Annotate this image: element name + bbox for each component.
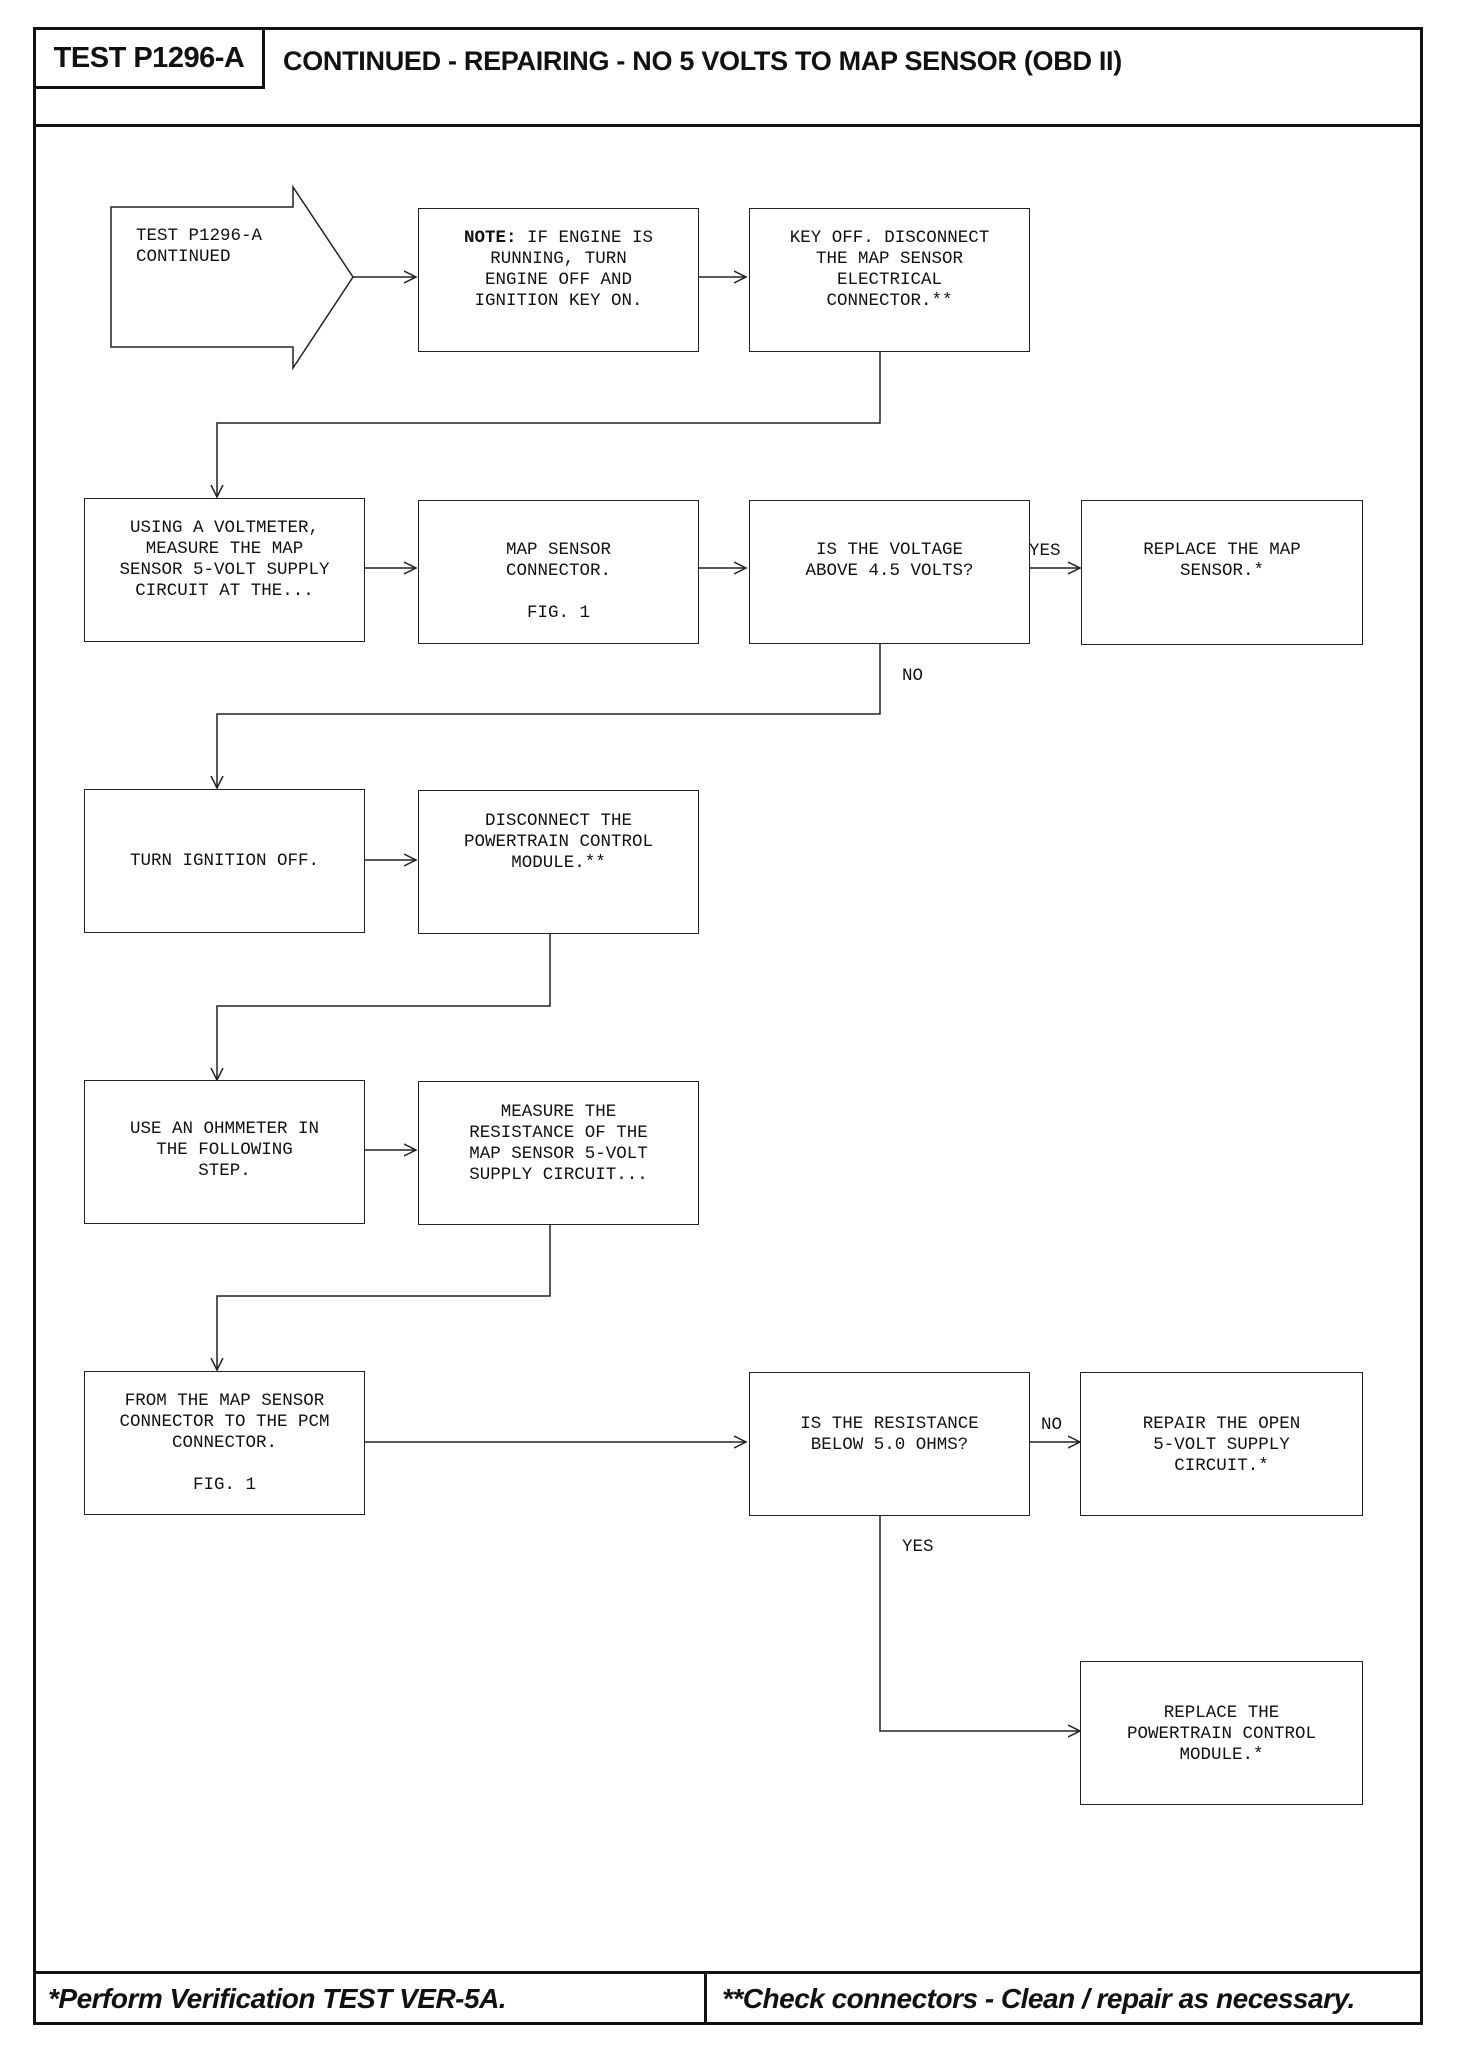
page-frame [33, 27, 1423, 2025]
disconnect-pcm-line-3: MODULE.** [511, 853, 606, 873]
ohmmeter-line-3: STEP. [198, 1161, 251, 1181]
footer-separator [704, 1971, 707, 2025]
voltmeter-line-2: MEASURE THE MAP [145, 539, 304, 559]
measure-resistance-line-4: SUPPLY CIRCUIT... [469, 1165, 648, 1185]
measure-resistance-line-2: RESISTANCE OF THE [469, 1123, 648, 1143]
step-ohmmeter: USE AN OHMMETER IN THE FOLLOWING STEP. [84, 1080, 365, 1224]
voltmeter-line-4: CIRCUIT AT THE... [135, 581, 314, 601]
page-title: CONTINUED - REPAIRING - NO 5 VOLTS TO MA… [283, 45, 1122, 76]
from-map-line-3: CONNECTOR. [171, 1433, 278, 1453]
repair-open-line-3: CIRCUIT.* [1174, 1456, 1269, 1476]
disconnect-pcm-line-1: DISCONNECT THE [484, 811, 633, 831]
start-line-1: TEST P1296-A [136, 226, 263, 246]
replace-map-line-1: REPLACE THE MAP [1143, 540, 1301, 560]
map-connector-line-2: CONNECTOR. [505, 561, 612, 581]
step-resistance-question: IS THE RESISTANCE BELOW 5.0 OHMS? [749, 1372, 1030, 1516]
measure-resistance-line-3: MAP SENSOR 5-VOLT [469, 1144, 648, 1164]
start-line-2: CONTINUED [136, 247, 231, 267]
note-line-4: IGNITION KEY ON. [474, 291, 643, 311]
resistance-no-label: NO [1041, 1415, 1063, 1435]
disconnect-pcm-line-2: POWERTRAIN CONTROL [463, 832, 654, 852]
connector-row3-row4 [217, 934, 551, 1080]
replace-map-line-2: SENSOR.* [1179, 561, 1264, 581]
step-ignition-off: TURN IGNITION OFF. [84, 789, 365, 933]
voltmeter-line-3: SENSOR 5-VOLT SUPPLY [119, 560, 330, 580]
step-replace-map: REPLACE THE MAP SENSOR.* [1081, 500, 1363, 645]
note-line-3: ENGINE OFF AND [484, 270, 633, 290]
ohmmeter-line-1: USE AN OHMMETER IN [129, 1119, 320, 1139]
measure-resistance-line-1: MEASURE THE [500, 1102, 617, 1122]
note-line-2: RUNNING, TURN [490, 249, 627, 269]
step-voltmeter: USING A VOLTMETER, MEASURE THE MAP SENSO… [84, 498, 365, 642]
footnote-connectors: **Check connectors - Clean / repair as n… [722, 1983, 1355, 2014]
ohmmeter-line-2: THE FOLLOWING [156, 1140, 293, 1160]
from-map-line-1: FROM THE MAP SENSOR [124, 1391, 325, 1411]
note-line-1: NOTE: IF ENGINE IS [464, 228, 653, 249]
start-label: TEST P1296-A CONTINUED [136, 226, 262, 268]
voltage-yes-label: YES [1029, 541, 1061, 561]
replace-pcm-line-1: REPLACE THE [1163, 1703, 1280, 1723]
resistance-question-line-1: IS THE RESISTANCE [800, 1414, 979, 1434]
start-arrow-shape [110, 184, 354, 371]
from-map-line-2: CONNECTOR TO THE PCM [119, 1412, 330, 1432]
disconnect-map-line-4: CONNECTOR.** [826, 291, 953, 311]
map-connector-line-1: MAP SENSOR [505, 540, 612, 560]
resistance-question-line-2: BELOW 5.0 OHMS? [810, 1435, 969, 1455]
ignition-off-line-1: TURN IGNITION OFF. [129, 850, 320, 871]
voltage-no-label: NO [902, 666, 924, 686]
resistance-yes-label: YES [902, 1537, 934, 1557]
step-map-connector: MAP SENSOR CONNECTOR. FIG. 1 [418, 500, 699, 644]
note-text-1: IF ENGINE IS [516, 228, 654, 248]
voltage-question-line-2: ABOVE 4.5 VOLTS? [805, 561, 974, 581]
replace-pcm-line-3: MODULE.* [1179, 1745, 1264, 1765]
disconnect-map-line-3: ELECTRICAL [836, 270, 943, 290]
step-measure-resistance: MEASURE THE RESISTANCE OF THE MAP SENSOR… [418, 1081, 699, 1225]
connector-row1-row2 [217, 351, 881, 497]
step-voltage-question: IS THE VOLTAGE ABOVE 4.5 VOLTS? [749, 500, 1030, 644]
footer-divider [33, 1971, 1423, 1974]
footnote-verification: *Perform Verification TEST VER-5A. [48, 1983, 507, 2014]
voltage-question-line-1: IS THE VOLTAGE [815, 540, 964, 560]
replace-pcm-line-2: POWERTRAIN CONTROL [1126, 1724, 1317, 1744]
from-map-fig: FIG. 1 [192, 1475, 256, 1495]
repair-open-line-2: 5-VOLT SUPPLY [1153, 1435, 1290, 1455]
note-bold-label: NOTE: [463, 228, 517, 248]
connector-row4-row5 [217, 1224, 551, 1370]
step-replace-pcm: REPLACE THE POWERTRAIN CONTROL MODULE.* [1080, 1661, 1363, 1805]
connector-row2-row3 [217, 643, 881, 788]
step-repair-open: REPAIR THE OPEN 5-VOLT SUPPLY CIRCUIT.* [1080, 1372, 1363, 1516]
connector-yes-to-replace-pcm [879, 1515, 1080, 1731]
header-divider [33, 124, 1423, 127]
step-note: NOTE: IF ENGINE IS RUNNING, TURN ENGINE … [418, 208, 699, 352]
step-disconnect-pcm: DISCONNECT THE POWERTRAIN CONTROL MODULE… [418, 790, 699, 934]
test-id-box: TEST P1296-A [33, 27, 265, 89]
disconnect-map-line-2: THE MAP SENSOR [815, 249, 964, 269]
step-disconnect-map: KEY OFF. DISCONNECT THE MAP SENSOR ELECT… [749, 208, 1030, 352]
repair-open-line-1: REPAIR THE OPEN [1142, 1414, 1301, 1434]
disconnect-map-line-1: KEY OFF. DISCONNECT [789, 228, 990, 248]
step-from-map: FROM THE MAP SENSOR CONNECTOR TO THE PCM… [84, 1371, 365, 1515]
map-connector-fig: FIG. 1 [526, 603, 590, 623]
voltmeter-line-1: USING A VOLTMETER, [129, 518, 320, 538]
